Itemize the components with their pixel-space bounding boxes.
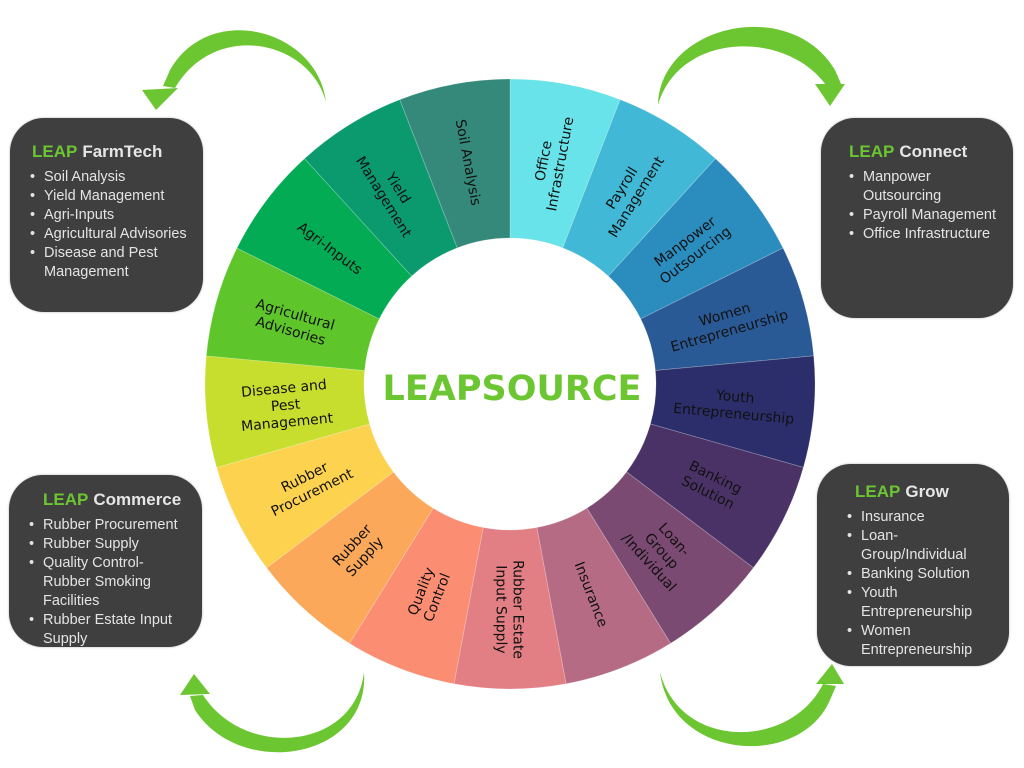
wheel-segment <box>586 471 754 644</box>
list-item: Agri-Inputs <box>30 206 193 225</box>
list-item: Rubber Supply <box>29 535 192 554</box>
wheel-segment <box>562 99 717 277</box>
wheel-segment-label-line: Youth <box>714 388 755 408</box>
wheel-segment-label: Rubber EstateInput Supply <box>493 560 526 659</box>
card-title-name: Commerce <box>93 490 182 509</box>
wheel-segment-label-line: Pest <box>270 396 301 415</box>
list-item: Manpower Outsourcing <box>849 168 1003 206</box>
list-item: Rubber Estate Input Supply <box>29 611 192 649</box>
list-item: Agricultural Advisories <box>30 225 193 244</box>
card-title-leap: LEAP <box>849 142 895 161</box>
wheel-segment-label-line: Office <box>532 139 555 182</box>
wheel-segment-label-line: Input Supply <box>493 565 509 653</box>
wheel-segment-label-line: Rubber Estate <box>510 560 526 659</box>
list-item: Women Entrepreneurship <box>847 622 999 660</box>
card-title-leap: LEAP <box>32 142 78 161</box>
list-item: Youth Entrepreneurship <box>847 584 999 622</box>
arrow-top-left-icon <box>142 30 326 110</box>
card-title-leap: LEAP <box>43 490 89 509</box>
card-list: Soil Analysis Yield Management Agri-Inpu… <box>28 168 193 282</box>
wheel-segment <box>266 471 434 644</box>
list-item: Rubber Procurement <box>29 516 192 535</box>
card-list: Rubber Procurement Rubber Supply Quality… <box>27 516 192 649</box>
wheel-segments <box>204 78 816 690</box>
list-item: Payroll Management <box>849 206 1003 225</box>
wheel-segment <box>399 78 511 249</box>
card-title-leap: LEAP <box>855 482 901 501</box>
arrow-bottom-left-icon <box>180 672 365 753</box>
card-title-name: FarmTech <box>82 142 163 161</box>
list-item: Office Infrastructure <box>849 225 1003 244</box>
card-title-name: Connect <box>899 142 968 161</box>
list-item: Soil Analysis <box>30 168 193 187</box>
wheel-segment <box>204 355 371 468</box>
wheel-segment <box>205 247 380 371</box>
arrow-bottom-right-icon <box>660 664 844 747</box>
list-item: Banking Solution <box>847 565 999 584</box>
wheel-segment <box>303 99 458 277</box>
list-item: Yield Management <box>30 187 193 206</box>
wheel-segment <box>649 355 816 468</box>
arrow-top-right-icon <box>658 26 845 106</box>
wheel-segment-label-line: Disease and <box>241 377 328 401</box>
wheel-segment <box>640 247 815 371</box>
wheel-segment <box>453 527 567 690</box>
list-item: Quality Control- Rubber Smoking Faciliti… <box>29 554 192 611</box>
list-item: Disease and Pest Management <box>30 244 193 282</box>
card-list: Manpower Outsourcing Payroll Management … <box>847 168 1003 244</box>
card-list: Insurance Loan- Group/Individual Banking… <box>845 508 999 660</box>
wheel-segment <box>536 507 672 685</box>
list-item: Insurance <box>847 508 999 527</box>
card-title-name: Grow <box>905 482 949 501</box>
center-title: LEAPSOURCE <box>383 369 642 409</box>
list-item: Loan- Group/Individual <box>847 527 999 565</box>
